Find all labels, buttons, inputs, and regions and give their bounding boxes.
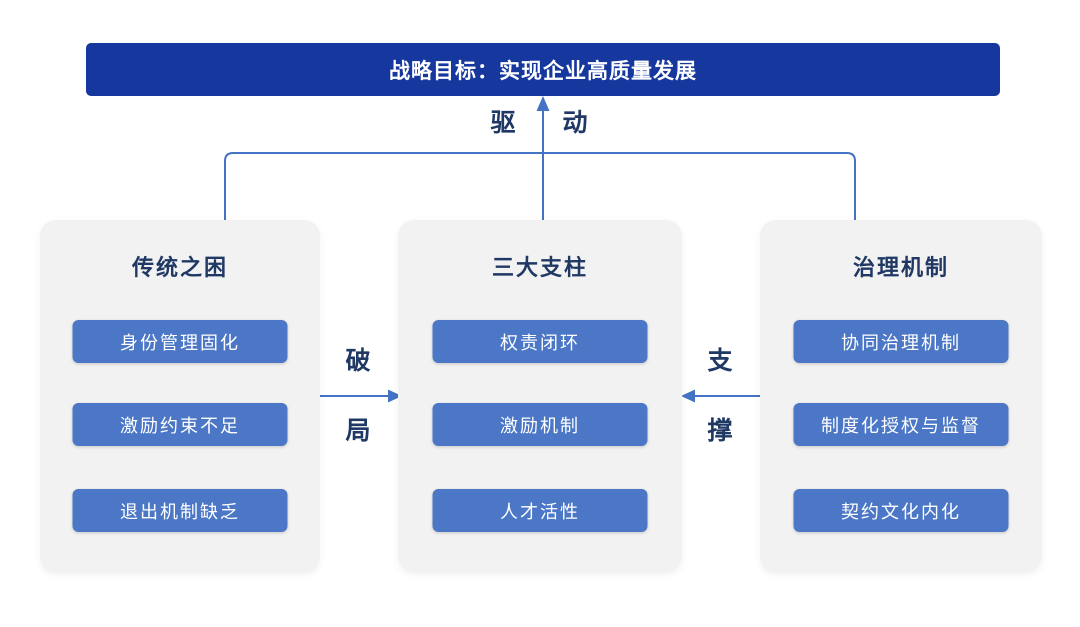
drive-label-char2: 动 (562, 110, 588, 137)
item-chip: 协同治理机制 (793, 320, 1009, 363)
item-chip: 人才活性 (432, 489, 648, 532)
support-arrow-head-icon (681, 389, 695, 403)
item-chip: 身份管理固化 (72, 320, 288, 363)
strategic-goal-label: 战略目标：实现企业高质量发展 (389, 58, 697, 83)
panel-title: 三大支柱 (491, 255, 588, 280)
support-label-char1: 支 (707, 348, 733, 375)
item-chip: 退出机制缺乏 (72, 489, 288, 532)
drive-label-char1: 驱 (490, 110, 516, 137)
panel-three-pillars: 三大支柱 权责闭环 激励机制 人才活性 (398, 220, 682, 573)
panel-governance-mechanism: 治理机制 协同治理机制 制度化授权与监督 契约文化内化 (760, 220, 1042, 573)
item-chip: 激励约束不足 (72, 403, 288, 446)
support-label-char2: 撑 (707, 418, 733, 445)
strategic-goal-banner: 战略目标：实现企业高质量发展 (86, 43, 1000, 96)
panel-title: 传统之困 (131, 255, 228, 280)
item-chip: 制度化授权与监督 (793, 403, 1009, 446)
break-label-char2: 局 (345, 418, 371, 445)
item-chip: 权责闭环 (432, 320, 648, 363)
bracket-connector-line (224, 152, 856, 220)
drive-arrow-head-icon (536, 96, 550, 111)
break-label-char1: 破 (345, 348, 371, 375)
panel-traditional-difficulties: 传统之困 身份管理固化 激励约束不足 退出机制缺乏 (40, 220, 320, 573)
item-chip: 激励机制 (432, 403, 648, 446)
panel-title: 治理机制 (852, 255, 949, 280)
item-chip: 契约文化内化 (793, 489, 1009, 532)
